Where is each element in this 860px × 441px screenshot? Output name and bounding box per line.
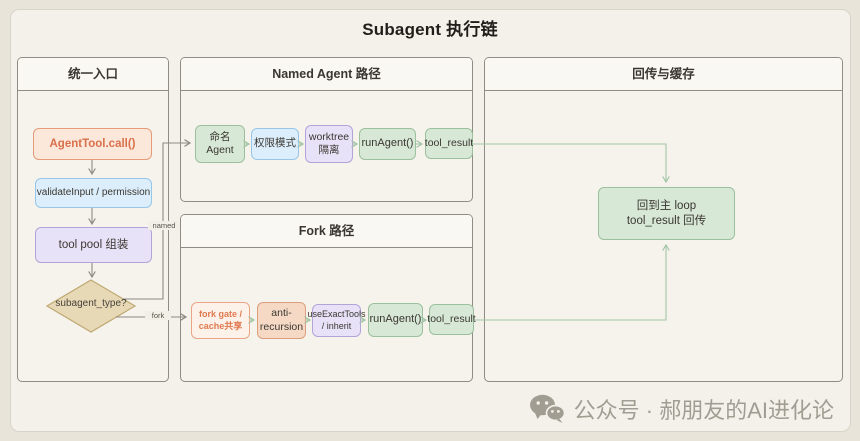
diagram-title: Subagent 执行链 [362, 20, 498, 39]
node-anti-recursion: anti- recursion [257, 302, 306, 339]
node-tool-pool: tool pool 组装 [35, 227, 152, 263]
node-worktree-isolation: worktree 隔离 [305, 125, 353, 163]
edge-label-named: named [148, 221, 180, 230]
panel-unified-entry: 统一入口 [17, 57, 169, 382]
panel-unified-entry-title: 统一入口 [18, 58, 168, 91]
panel-named-path-title: Named Agent 路径 [181, 58, 472, 91]
edge-label-fork: fork [145, 311, 171, 320]
panel-fork-path-title: Fork 路径 [181, 215, 472, 248]
node-validate-input: validateInput / permission [35, 178, 152, 208]
node-agenttool-call: AgentTool.call() [33, 128, 152, 160]
node-tool-result-named: tool_result [425, 128, 473, 159]
node-run-agent-fork: runAgent() [368, 303, 423, 337]
panel-return-cache-title: 回传与缓存 [485, 58, 842, 91]
panel-named-path: Named Agent 路径 [180, 57, 473, 202]
watermark: 公众号 · 郝朋友的AI进化论 [529, 393, 834, 425]
watermark-text: 公众号 · 郝朋友的AI进化论 [573, 398, 834, 423]
node-main-loop-return: 回到主 loop tool_result 回传 [598, 187, 735, 240]
node-use-exact-tools: useExactTools / inherit [307, 304, 366, 337]
node-named-agent: 命名 Agent [195, 125, 245, 163]
node-fork-gate: fork gate / cache共享 [191, 302, 250, 339]
node-permission-mode: 权限模式 [251, 128, 299, 160]
wechat-icon [529, 394, 565, 423]
panel-fork-path: Fork 路径 [180, 214, 473, 382]
node-run-agent-named: runAgent() [359, 128, 416, 160]
node-tool-result-fork: tool_result [427, 304, 476, 335]
node-subagent-type-decision: subagent_type? [55, 298, 127, 309]
